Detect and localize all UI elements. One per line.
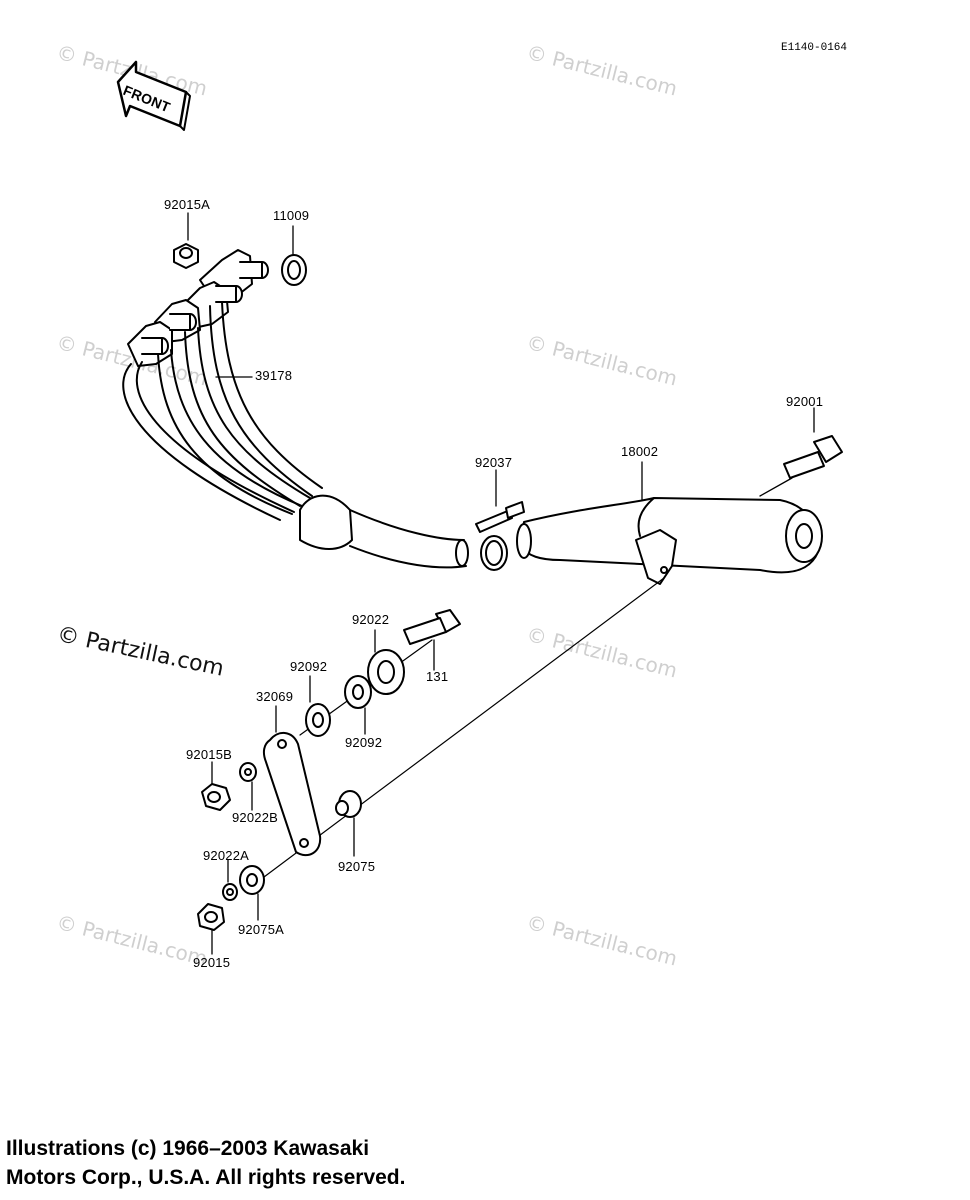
part-label-131: 131 [426, 669, 449, 684]
washer-92022 [367, 649, 405, 695]
copyright-line-1: Illustrations (c) 1966–2003 Kawasaki [6, 1137, 370, 1160]
part-label-92092-top: 92092 [290, 659, 328, 674]
damper-92092-right [344, 675, 372, 709]
part-label-92022: 92022 [352, 612, 390, 627]
damper-92075A [239, 865, 265, 895]
part-label-92075: 92075 [338, 859, 376, 874]
part-label-92075A: 92075A [238, 922, 285, 937]
part-label-32069: 32069 [256, 689, 294, 704]
bolt-92001 [783, 435, 843, 479]
part-label-92022A: 92022A [203, 848, 250, 863]
part-label-11009: 11009 [273, 208, 310, 223]
muffler-18002 [516, 497, 823, 585]
copyright-line-2: Motors Corp., U.S.A. All rights reserved… [6, 1166, 406, 1189]
bracket-32069 [262, 732, 322, 857]
bolt-131 [403, 609, 461, 645]
part-label-92015A: 92015A [164, 197, 211, 212]
nut-92015B [201, 783, 231, 811]
washer-92022B [239, 762, 257, 782]
part-label-92022B: 92022B [232, 810, 279, 825]
part-label-92037: 92037 [475, 455, 513, 470]
nut-92015A [173, 243, 199, 269]
gasket-11009 [281, 254, 307, 286]
part-label-92092-right: 92092 [345, 735, 383, 750]
part-label-92001: 92001 [786, 394, 824, 409]
drawing-code: E1140-0164 [781, 42, 848, 54]
front-arrow-icon [116, 60, 191, 131]
header-pipes-39178 [122, 249, 469, 569]
damper-92075 [335, 790, 362, 818]
clamp-92037 [475, 501, 525, 571]
damper-92092-top [305, 703, 331, 737]
nut-92015 [197, 903, 225, 931]
part-label-39178: 39178 [255, 368, 293, 383]
part-label-92015: 92015 [193, 955, 231, 970]
part-label-18002: 18002 [621, 444, 659, 459]
washer-92022A [222, 883, 238, 901]
part-label-92015B: 92015B [186, 747, 233, 762]
